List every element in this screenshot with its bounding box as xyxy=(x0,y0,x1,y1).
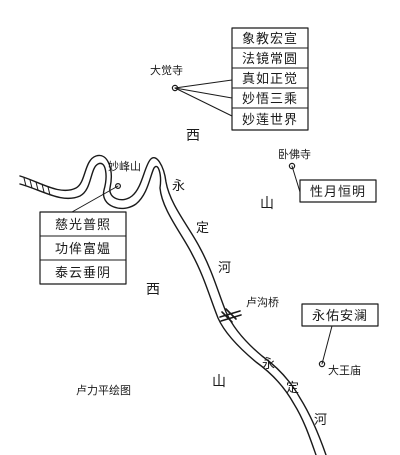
dajue-plaques: 象教宏宣 法镜常圆 真如正觉 妙悟三乘 妙莲世界 xyxy=(231,27,309,131)
region-mountain-lower: 山 xyxy=(212,374,226,390)
region-west-lower: 西 xyxy=(146,282,160,298)
wofo-plaque-1: 性月恒明 xyxy=(310,185,366,200)
dajue-plaque-4: 妙悟三乘 xyxy=(242,92,298,107)
dawang-plaques: 永佑安澜 xyxy=(301,303,379,327)
dajue-plaque-2: 法镜常圆 xyxy=(242,52,298,67)
yongding-river xyxy=(19,154,327,455)
region-west-upper: 西 xyxy=(186,128,200,144)
river-lower-char-3: 河 xyxy=(314,413,327,428)
leader-lines xyxy=(71,79,333,365)
river-lower-char-2: 定 xyxy=(286,381,299,396)
miaofeng-mountain-label: 妙峰山 xyxy=(108,159,141,173)
miaofeng-marker xyxy=(114,183,121,190)
dajue-temple-label: 大觉寺 xyxy=(150,63,183,77)
dajue-plaque-1: 象教宏宣 xyxy=(242,31,298,47)
dawang-temple-marker xyxy=(318,360,326,368)
river-upper-char-3: 河 xyxy=(218,261,231,276)
miaofeng-plaques: 慈光普照 功侔富媪 泰云垂阴 xyxy=(39,211,127,285)
lugou-bridge-label: 卢沟桥 xyxy=(246,296,279,309)
dawang-temple-label: 大王庙 xyxy=(328,363,361,377)
map-credit: 卢力平绘图 xyxy=(76,383,131,397)
wofo-temple-label: 卧佛寺 xyxy=(278,148,311,161)
wofo-temple-marker xyxy=(288,162,296,170)
region-mountain-upper: 山 xyxy=(260,196,274,212)
dajue-plaque-3: 真如正觉 xyxy=(242,71,298,87)
lugou-bridge-symbol xyxy=(219,308,242,323)
dawang-plaque-1: 永佑安澜 xyxy=(312,309,368,324)
miaofeng-plaque-2: 功侔富媪 xyxy=(55,241,111,257)
dajue-plaque-5: 妙莲世界 xyxy=(242,113,298,128)
river-lower-char-1: 永 xyxy=(262,357,275,372)
wofo-plaques: 性月恒明 xyxy=(299,179,377,203)
river-upper-char-2: 定 xyxy=(196,221,209,236)
river-upper-char-1: 永 xyxy=(172,179,185,194)
miaofeng-plaque-1: 慈光普照 xyxy=(55,218,111,233)
miaofeng-plaque-3: 泰云垂阴 xyxy=(55,266,111,281)
